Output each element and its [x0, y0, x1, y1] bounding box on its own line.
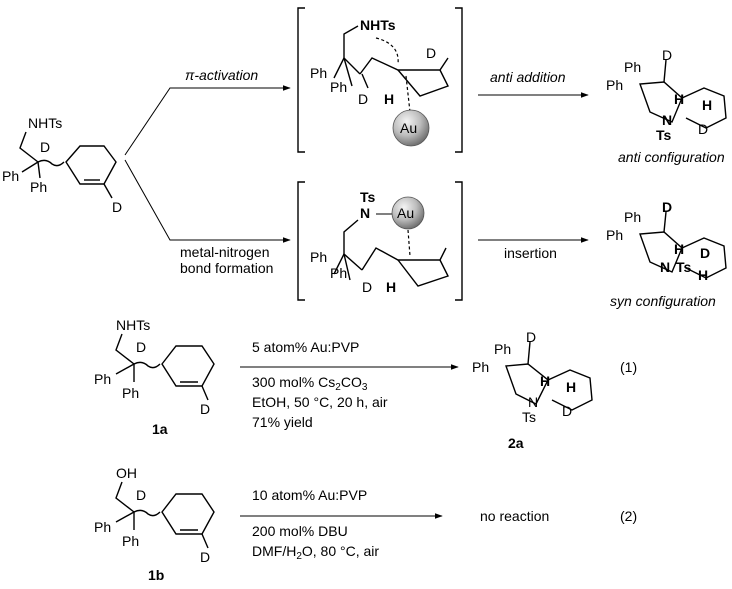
- d-1b-1: D: [136, 487, 146, 503]
- nhts-label: NHTs: [28, 115, 62, 131]
- top-intermediate: NHTs Ph Ph D D H Au: [297, 7, 463, 153]
- d-anti-2: D: [698, 121, 708, 137]
- d-bottom: D: [362, 279, 372, 295]
- branch-lines: [124, 85, 291, 243]
- eq-number-2: (2): [620, 508, 637, 524]
- metal-nitrogen-label: metal-nitrogen: [180, 244, 270, 260]
- label-1b: 1b: [148, 567, 164, 583]
- ph-1b-2: Ph: [122, 533, 139, 549]
- ts-syn: Ts: [676, 259, 692, 275]
- pi-activation-label: π-activation: [185, 67, 258, 83]
- h-anti-2: H: [702, 97, 712, 113]
- r2-cond-1: 200 mol% DBU: [252, 523, 348, 539]
- oh-1b: OH: [116, 465, 137, 481]
- ph-syn-2: Ph: [606, 227, 623, 243]
- r1-cond-2: EtOH, 50 °C, 20 h, air: [252, 394, 388, 410]
- r2-cond-2: DMF/H2O, 80 °C, air: [252, 543, 379, 562]
- d-syn-1: D: [662, 199, 672, 215]
- r1-cond-3: 71% yield: [252, 414, 313, 430]
- h-anti-1: H: [674, 91, 684, 107]
- d-2a-2: D: [562, 403, 572, 419]
- nhts-label-top: NHTs: [360, 17, 396, 33]
- d-top-1: D: [358, 91, 368, 107]
- ph-bottom-2: Ph: [330, 265, 347, 281]
- h-2a-1: H: [540, 373, 550, 389]
- d-1b-2: D: [200, 549, 210, 565]
- d-syn-2: D: [700, 245, 710, 261]
- r2-cond-above: 10 atom% Au:PVP: [252, 487, 367, 503]
- h-syn-1: H: [674, 241, 684, 257]
- h-syn-2: H: [698, 267, 708, 283]
- label-1a: 1a: [152, 421, 168, 437]
- ph-syn-1: Ph: [624, 209, 641, 225]
- d-label-1: D: [40, 139, 50, 155]
- bottom-intermediate: Ts N Au Ph Ph D H: [297, 181, 463, 301]
- d-1a-1: D: [136, 339, 146, 355]
- reaction-2-reactant: OH Ph Ph D D 1b: [94, 465, 215, 583]
- insertion-label: insertion: [504, 245, 557, 261]
- anti-caption: anti configuration: [618, 149, 725, 165]
- d-top-2: D: [426, 45, 436, 61]
- d-label-2: D: [112, 199, 122, 215]
- n-bottom: N: [360, 205, 370, 221]
- anti-addition-label: anti addition: [490, 69, 566, 85]
- n-syn: N: [660, 259, 670, 275]
- d-1a-2: D: [200, 401, 210, 417]
- ts-anti: Ts: [656, 127, 672, 143]
- ph-1b-1: Ph: [94, 519, 111, 535]
- ts-2a: Ts: [522, 409, 536, 425]
- anti-product: Ph Ph D H H D N Ts anti configuration: [606, 47, 727, 165]
- ph-label-2: Ph: [30, 179, 47, 195]
- no-reaction-label: no reaction: [480, 508, 549, 524]
- ph-anti-1: Ph: [624, 59, 641, 75]
- ts-bottom: Ts: [360, 189, 376, 205]
- ph-top-1: Ph: [310, 65, 327, 81]
- h-2a-2: H: [566, 379, 576, 395]
- r1-cond-1: 300 mol% Cs2CO3: [252, 374, 368, 393]
- bond-formation-label: bond formation: [180, 260, 273, 276]
- ph-anti-2: Ph: [606, 77, 623, 93]
- syn-product: Ph Ph D H D H N Ts syn configuration: [606, 199, 727, 309]
- gold-sphere-top: [392, 109, 430, 147]
- ph-2a-1: Ph: [494, 341, 511, 357]
- syn-caption: syn configuration: [610, 293, 716, 309]
- au-label-top: Au: [400, 120, 417, 136]
- n-2a: N: [528, 394, 538, 410]
- h-top: H: [384, 91, 394, 107]
- ph-top-2: Ph: [330, 79, 347, 95]
- d-2a-1: D: [526, 329, 536, 345]
- eq-number-1: (1): [620, 359, 637, 375]
- r1-cond-above: 5 atom% Au:PVP: [252, 339, 359, 355]
- h-bottom: H: [386, 279, 396, 295]
- reaction-1-reactant: NHTs Ph Ph D D 1a: [94, 317, 215, 437]
- nhts-1a: NHTs: [116, 317, 150, 333]
- label-2a: 2a: [508, 435, 524, 451]
- ph-label-1: Ph: [2, 168, 19, 184]
- substrate-structure: NHTs Ph Ph D D: [2, 115, 122, 215]
- au-label-bottom: Au: [397, 205, 414, 221]
- ph-1a-2: Ph: [122, 385, 139, 401]
- d-anti-1: D: [662, 47, 672, 63]
- reaction-1-product: Ph Ph D H H D N Ts 2a: [472, 329, 593, 451]
- ph-1a-1: Ph: [94, 371, 111, 387]
- ph-2a-2: Ph: [472, 359, 489, 375]
- gold-sphere-bottom: [391, 196, 425, 230]
- ph-bottom-1: Ph: [310, 249, 327, 265]
- n-anti: N: [662, 112, 672, 128]
